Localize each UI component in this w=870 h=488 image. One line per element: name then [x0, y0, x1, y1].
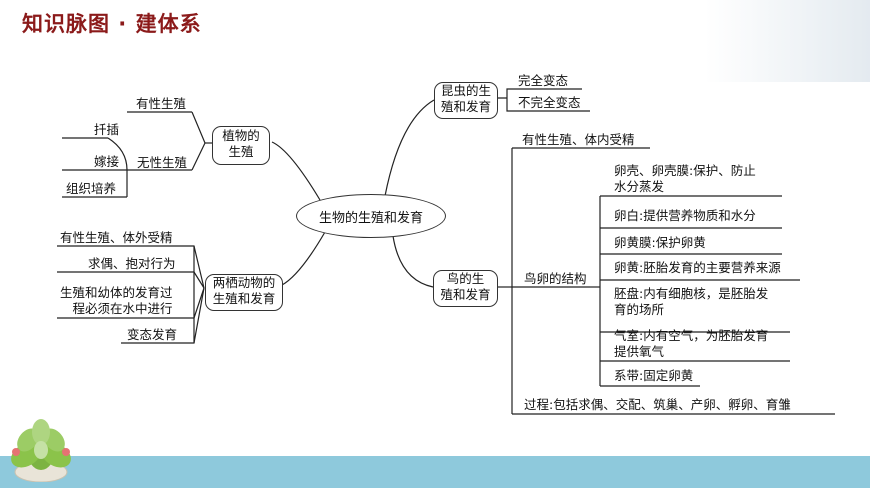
- birds-process: 过程:包括求偶、交配、筑巢、产卵、孵卵、育雏: [524, 397, 791, 412]
- connector-plants: [271, 141, 321, 201]
- insects-node-label: 昆虫的生 殖和发育: [440, 83, 491, 114]
- amphibian-item-0: 有性生殖、体外受精: [60, 230, 173, 245]
- center-node: 生物的生殖和发育: [296, 194, 446, 238]
- connector-amphibians: [281, 231, 326, 286]
- egg-part-3: 卵黄:胚胎发育的主要营养来源: [614, 260, 781, 275]
- insect-item-0: 完全变态: [518, 73, 569, 88]
- amphibian-item-3: 变态发育: [127, 327, 178, 342]
- egg-part-0: 卵壳、卵壳膜:保护、防止 水分蒸发: [614, 163, 756, 194]
- corner-decoration: [705, 0, 870, 82]
- succulent-plant-icon: [11, 419, 71, 482]
- insects-node: 昆虫的生 殖和发育: [434, 82, 498, 119]
- plants-asexual: 无性生殖: [137, 155, 188, 170]
- birds-reproduction: 有性生殖、体内受精: [522, 132, 635, 147]
- bottom-bar: [0, 456, 870, 488]
- amphibian-item-1: 求偶、抱对行为: [88, 256, 176, 271]
- page-title: 知识脉图 · 建体系: [22, 12, 202, 36]
- connector-birds: [392, 235, 434, 288]
- plants-node-label: 植物的 生殖: [222, 128, 260, 159]
- egg-part-5: 气室:内有空气，为胚胎发育 提供氧气: [614, 328, 769, 359]
- asexual-item-0: 扦插: [94, 122, 120, 137]
- amphibians-node-label: 两栖动物的 生殖和发育: [212, 275, 276, 306]
- egg-structure-label: 鸟卵的结构: [524, 271, 587, 286]
- egg-part-2: 卵黄膜:保护卵黄: [614, 235, 706, 250]
- amphibians-node: 两栖动物的 生殖和发育: [205, 274, 283, 311]
- insect-item-1: 不完全变态: [518, 95, 581, 110]
- asexual-item-2: 组织培养: [66, 181, 117, 196]
- birds-node: 鸟的生 殖和发育: [433, 270, 498, 307]
- plants-node: 植物的 生殖: [212, 126, 270, 165]
- egg-part-4: 胚盘:内有细胞核，是胚胎发 育的场所: [614, 286, 769, 317]
- birds-node-label: 鸟的生 殖和发育: [440, 271, 491, 302]
- egg-part-6: 系带:固定卵黄: [614, 368, 694, 383]
- plants-sexual: 有性生殖: [136, 96, 187, 111]
- amphibian-item-2: 生殖和幼体的发育过 程必须在水中进行: [60, 285, 173, 316]
- connector-insects: [384, 99, 435, 197]
- asexual-item-1: 嫁接: [94, 154, 120, 169]
- egg-part-1: 卵白:提供营养物质和水分: [614, 208, 756, 223]
